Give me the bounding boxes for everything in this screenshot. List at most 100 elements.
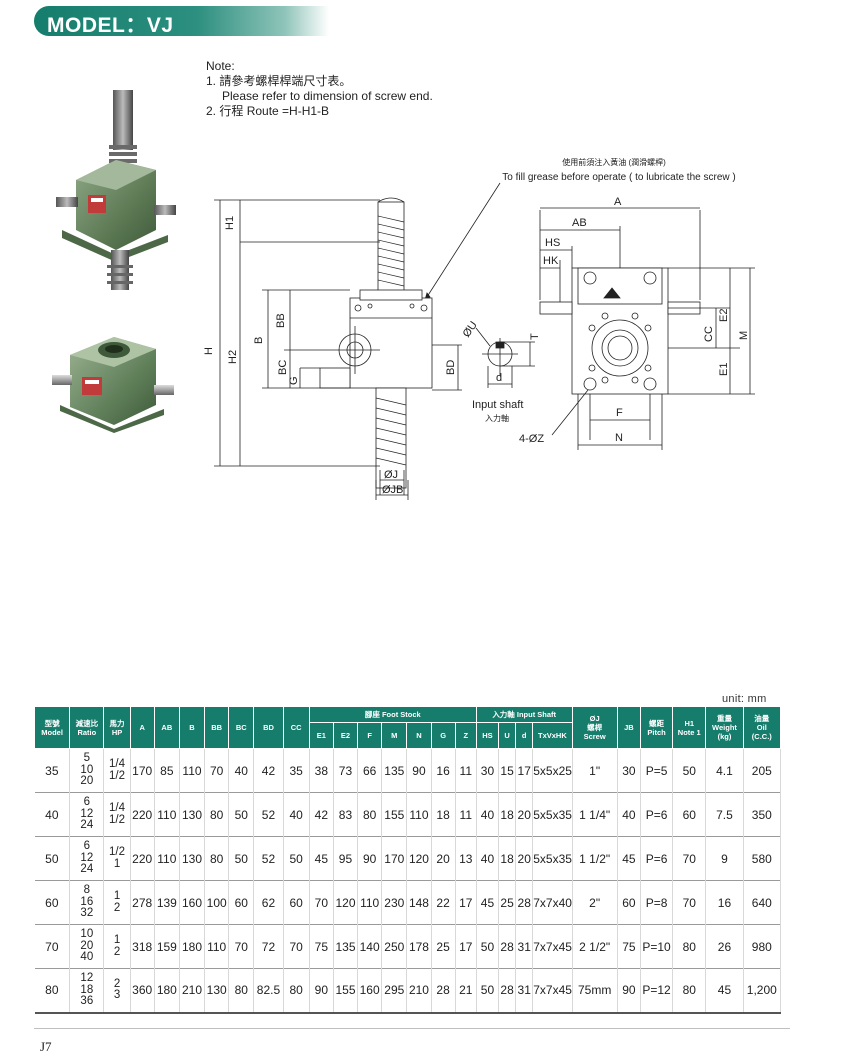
grease-note-zh: 使用前須注入黃油 (潤滑螺桿) xyxy=(562,157,666,167)
cell-bc: 80 xyxy=(228,968,255,1013)
table-unit: unit: mm xyxy=(722,693,767,705)
cell-ratio-line: 12 xyxy=(80,807,94,820)
header-hs: HS xyxy=(475,722,500,749)
cell-pitch: P=10 xyxy=(640,924,674,969)
dim-cc-label: CC xyxy=(703,326,715,342)
dim-phi-jb-label: ØJB xyxy=(382,484,403,496)
cell-cc: 50 xyxy=(283,836,310,881)
cell-pitch: P=5 xyxy=(640,748,674,793)
footer-divider xyxy=(34,1028,790,1029)
cell-u: 28 xyxy=(498,924,517,969)
cell-model: 70 xyxy=(34,924,71,969)
dim-phi-j-label: ØJ xyxy=(384,469,398,481)
note-1-zh: 請參考螺桿桿端尺寸表。 xyxy=(219,74,352,88)
cell-bc: 70 xyxy=(228,924,255,969)
header-input-shaft: 入力軸 Input Shaft xyxy=(475,706,573,723)
cell-h1: 70 xyxy=(672,836,707,881)
cell-a: 220 xyxy=(130,836,155,881)
note-2-text: 行程 Route =H-H1-B xyxy=(219,104,330,118)
cell-a: 360 xyxy=(130,968,155,1013)
cell-m: 135 xyxy=(381,748,408,793)
cell-z: 13 xyxy=(455,836,477,881)
dim-bc-label: BC xyxy=(277,360,289,375)
cell-e2: 120 xyxy=(333,880,359,925)
note-1: 1. 請參考螺桿桿端尺寸表。 xyxy=(206,74,433,89)
header-bc: BC xyxy=(228,706,255,749)
cell-hp-line: 1 xyxy=(113,934,121,946)
cell-g: 25 xyxy=(431,924,456,969)
header-n: N xyxy=(406,722,432,749)
header-b: B xyxy=(178,706,206,749)
cell-hp-line: 1/4 xyxy=(109,758,126,770)
cell-pitch: P=8 xyxy=(640,880,674,925)
header-u: U xyxy=(498,722,517,749)
cell-e2: 95 xyxy=(333,836,359,881)
cell-g: 16 xyxy=(431,748,456,793)
cell-jb: 75 xyxy=(617,924,641,969)
cell-hs: 30 xyxy=(476,748,500,793)
cell-g: 22 xyxy=(431,880,456,925)
header-ab: AB xyxy=(153,706,180,749)
cell-screw: 1" xyxy=(572,748,618,793)
cell-ratio-line: 12 xyxy=(80,972,94,984)
cell-a: 278 xyxy=(130,880,155,925)
cell-h1: 60 xyxy=(672,792,707,837)
cell-g: 20 xyxy=(431,836,456,881)
header-jb: JB xyxy=(616,706,641,749)
cell-e2: 155 xyxy=(333,968,359,1013)
cell-m: 295 xyxy=(381,968,408,1013)
cell-ab: 110 xyxy=(154,792,180,837)
cell-bc: 50 xyxy=(228,792,255,837)
cell-cc: 40 xyxy=(283,792,310,837)
product-photo-gearbox xyxy=(52,337,174,433)
cell-ratio-line: 36 xyxy=(80,995,94,1007)
header-z: Z xyxy=(454,722,477,749)
cell-b: 180 xyxy=(179,924,206,969)
cell-hs: 45 xyxy=(476,880,500,925)
input-shaft-label-zh: 入力軸 xyxy=(485,413,509,423)
cell-a: 170 xyxy=(130,748,155,793)
cell-weight: 9 xyxy=(705,836,744,881)
header-bb: BB xyxy=(204,706,230,749)
cell-e1: 90 xyxy=(309,968,334,1013)
cell-m: 230 xyxy=(381,880,408,925)
cell-b: 210 xyxy=(179,968,206,1013)
cell-n: 110 xyxy=(406,792,432,837)
cell-ratio-line: 24 xyxy=(80,863,94,876)
dim-phi-u-label: ØU xyxy=(461,319,480,339)
cell-hp-line: 1/2 xyxy=(109,813,126,826)
cell-z: 11 xyxy=(455,792,477,837)
cell-txvxhk: 5x5x35 xyxy=(532,792,573,837)
cell-model: 60 xyxy=(34,880,71,925)
input-shaft-label: Input shaft xyxy=(472,399,523,411)
dim-e1-label: E1 xyxy=(718,363,730,376)
cell-cc: 80 xyxy=(283,968,310,1013)
cell-txvxhk: 5x5x35 xyxy=(532,836,573,881)
header-e1: E1 xyxy=(308,722,334,749)
cell-jb: 60 xyxy=(617,880,641,925)
cell-bb: 80 xyxy=(204,792,230,837)
dim-hs-label: HS xyxy=(545,237,560,249)
model-banner xyxy=(34,6,329,36)
dim-hk-label: HK xyxy=(543,255,559,267)
cell-jb: 45 xyxy=(617,836,641,881)
cell-jb: 90 xyxy=(617,968,641,1013)
cell-ab: 110 xyxy=(154,836,180,881)
cell-hp-line: 1 xyxy=(113,857,121,870)
cell-ab: 85 xyxy=(154,748,180,793)
cell-hp-line: 2 xyxy=(113,945,121,958)
cell-z: 11 xyxy=(455,748,477,793)
cell-bd: 52 xyxy=(253,792,284,837)
cell-f: 140 xyxy=(357,924,383,969)
cell-model: 80 xyxy=(34,968,71,1013)
page-number: J7 xyxy=(40,1039,52,1054)
cell-e1: 45 xyxy=(309,836,334,881)
